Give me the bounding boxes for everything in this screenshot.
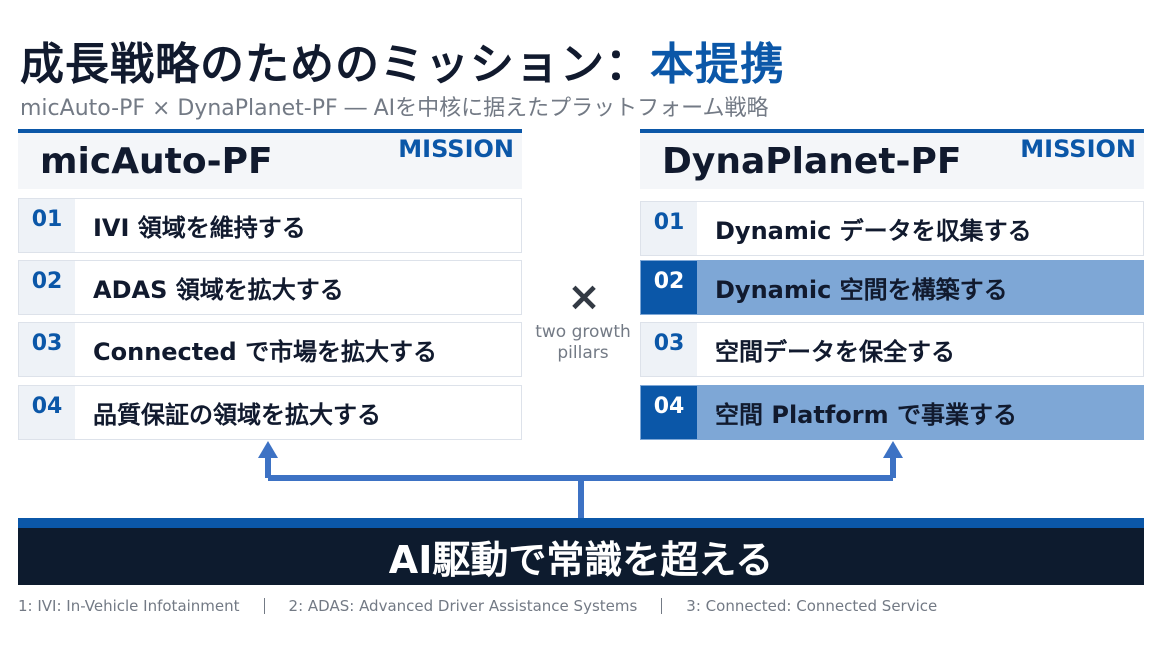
left-mission-item: 03 Connected で市場を拡大する [18,322,522,377]
right-panel-name: DynaPlanet-PF [662,141,962,182]
page-subtitle: micAuto-PF × DynaPlanet-PF ― AIを中核に据えたプラ… [20,96,769,121]
connector-line [265,456,896,518]
arrow-up-icon [883,441,903,458]
left-mission-item: 01 IVI 領域を維持する [18,198,522,253]
arrow-up-icon [258,441,278,458]
item-text: IVI 領域を維持する [93,214,306,242]
item-number: 02 [641,261,697,314]
title-accent: 本提携 [650,39,785,90]
footnotes: 1: IVI: In-Vehicle Infotainment 2: ADAS:… [18,597,937,615]
multiply-icon: × [567,274,601,320]
right-panel: DynaPlanet-PF MISSION 01 Dynamic データを収集す… [640,129,1144,440]
footnote: 1: IVI: In-Vehicle Infotainment [18,597,240,615]
item-text: ADAS 領域を拡大する [93,276,344,304]
item-text: Dynamic 空間を構築する [715,276,1008,304]
item-text: 空間データを保全する [715,338,955,366]
footnote: 3: Connected: Connected Service [686,597,938,615]
right-mission-item: 03 空間データを保全する [640,322,1144,377]
left-panel-header: micAuto-PF MISSION [18,129,522,189]
item-text: 品質保証の領域を拡大する [93,401,381,429]
footnote-divider [263,598,265,614]
item-number: 03 [641,323,697,376]
right-mission-tag: MISSION [1020,135,1136,163]
banner-accent-bar [18,518,1144,528]
left-mission-item: 02 ADAS 領域を拡大する [18,260,522,315]
right-mission-item: 01 Dynamic データを収集する [640,201,1144,256]
item-text: Dynamic データを収集する [715,217,1032,245]
right-mission-item: 04 空間 Platform で事業する [640,385,1144,440]
item-text: Connected で市場を拡大する [93,338,438,366]
footnote: 2: ADAS: Advanced Driver Assistance Syst… [288,597,638,615]
right-mission-item: 02 Dynamic 空間を構築する [640,260,1144,315]
left-panel-name: micAuto-PF [40,141,273,182]
item-number: 03 [19,323,75,376]
banner: AI駆動で常識を超える [18,528,1144,585]
left-mission-tag: MISSION [398,135,514,163]
left-panel: micAuto-PF MISSION 01 IVI 領域を維持する 02 ADA… [18,129,522,440]
item-text: 空間 Platform で事業する [715,401,1017,429]
item-number: 04 [19,386,75,439]
left-mission-item: 04 品質保証の領域を拡大する [18,385,522,440]
title-main: 成長戦略のためのミッション： [20,39,650,90]
page-title: 成長戦略のためのミッション：本提携 [20,28,785,92]
item-number: 04 [641,386,697,439]
item-number: 01 [641,202,697,255]
item-number: 01 [19,199,75,252]
right-panel-header: DynaPlanet-PF MISSION [640,129,1144,189]
footnote-divider [661,598,663,614]
pillars-label: two growth pillars [535,322,631,363]
item-number: 02 [19,261,75,314]
